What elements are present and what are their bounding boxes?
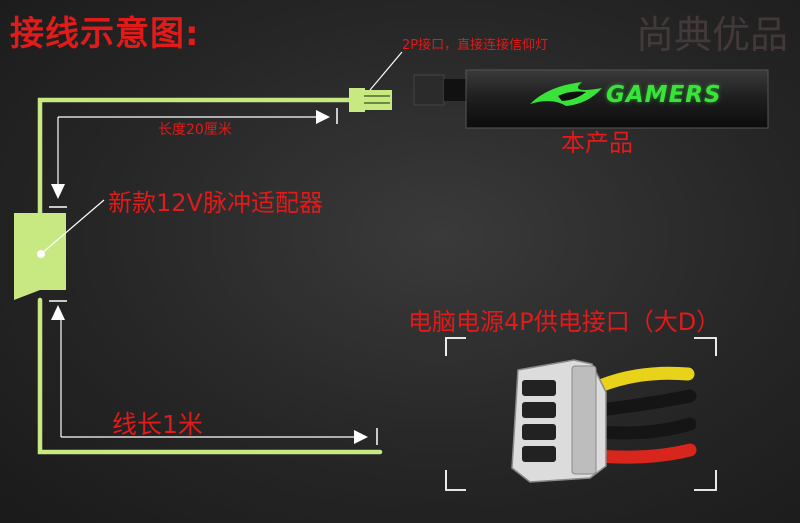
pulse-adapter [14, 199, 105, 300]
main-wire [37, 297, 383, 455]
connector-2p [349, 51, 403, 112]
watermark: 尚典优品 [635, 13, 788, 57]
length-dimension [49, 108, 338, 208]
wire-length-dimension [49, 300, 378, 445]
top-wire [37, 97, 355, 218]
gamers-logo-text: GAMERS [606, 82, 722, 108]
product-light-plate [413, 69, 769, 129]
connector-2p-label: 2P接口，直接连接信仰灯 [402, 38, 549, 53]
psu-connector-label: 电脑电源4P供电接口（大D） [408, 308, 721, 336]
molex-connector [445, 337, 717, 491]
adapter-label: 新款12V脉冲适配器 [108, 189, 323, 217]
diagram-title: 接线示意图: [10, 14, 200, 54]
wire-length-label: 线长1米 [112, 410, 203, 439]
length-label: 长度20厘米 [158, 122, 232, 138]
product-label: 本产品 [561, 129, 633, 157]
